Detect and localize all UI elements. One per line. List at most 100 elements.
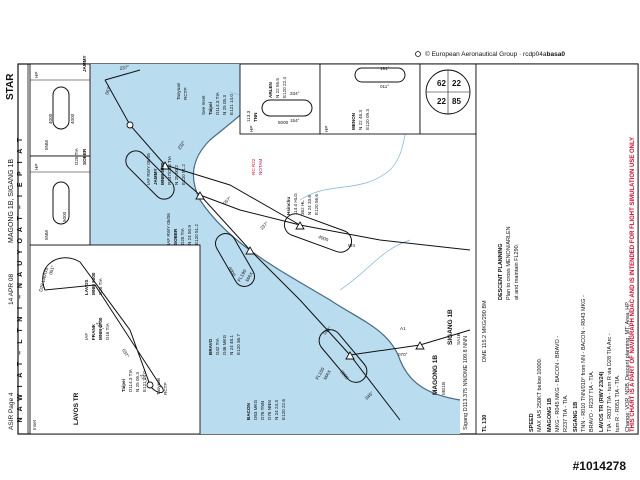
airport-letter: N	[17, 417, 24, 422]
airport-letter: U	[17, 261, 24, 266]
svg-text:22: 22	[452, 79, 461, 88]
svg-text:MNM 5000: MNM 5000	[91, 272, 96, 295]
bacon-hold	[318, 329, 368, 383]
svg-text:85: 85	[452, 97, 461, 106]
sober-hp-hold	[52, 181, 70, 225]
svg-text:N 24 48.1: N 24 48.1	[229, 335, 234, 355]
svg-text:E120 51.2: E120 51.2	[181, 164, 186, 185]
svg-text:N 25 05.3: N 25 05.3	[222, 95, 227, 115]
taipei-label: See Inset Taipei D114.3 TIA N 25 05.3 E1…	[201, 91, 234, 115]
svg-text:THIS CHART IS A PART OF NAVIGR: THIS CHART IS A PART OF NAVIGRAPH NDAC A…	[630, 137, 636, 432]
svg-text:See Inset: See Inset	[201, 95, 206, 115]
svg-text:Taoyuan: Taoyuan	[176, 82, 181, 100]
svg-text:237°: 237°	[259, 220, 269, 230]
lavos-radial-label: D28 LAVOS	[38, 267, 49, 292]
airport-letter: I	[17, 385, 24, 387]
arlen-label: ARLEN N 22 55.5 E120 22.4	[268, 77, 287, 98]
svg-text:at and maintain FL290.: at and maintain FL290.	[514, 243, 520, 300]
svg-text:HP: HP	[34, 164, 39, 170]
svg-text:113.3: 113.3	[246, 110, 251, 122]
svg-text:154°: 154°	[290, 118, 300, 123]
sober-hold	[125, 150, 175, 200]
svg-text:FL190: FL190	[237, 268, 248, 282]
svg-text:D42 TIA: D42 TIA	[215, 337, 220, 355]
svg-text:D16 TIA: D16 TIA	[105, 322, 110, 340]
svg-text:MNM 4700: MNM 4700	[98, 317, 103, 340]
svg-text:4000: 4000	[318, 234, 330, 242]
rc-r22-label: RC R22 NOTAM	[251, 158, 263, 175]
taoyuan-label: Taoyuan RCTP	[176, 82, 188, 100]
airport-letter: T	[17, 137, 24, 142]
svg-text:MKG - R045 MKG - BACON - BRAVO: MKG - R045 MKG - BACON - BRAVO -	[555, 336, 561, 432]
svg-text:MAX IAS 250KT below 10000.: MAX IAS 250KT below 10000.	[537, 357, 543, 432]
svg-text:057°: 057°	[222, 195, 232, 205]
svg-text:6000: 6000	[227, 266, 237, 278]
chart-header: STAR	[5, 73, 16, 100]
svg-text:D76 TNN: D76 TNN	[260, 401, 265, 420]
magong-sub-label: MG1B	[441, 382, 446, 395]
publisher-credit: © European Aeronautical Group · rcdp04ab…	[425, 50, 565, 58]
asr-page: ASIR Page 4	[8, 392, 15, 430]
svg-text:ARLEN: ARLEN	[268, 81, 273, 98]
svg-text:E120 09.3: E120 09.3	[365, 109, 370, 130]
airport-letter: N	[17, 317, 24, 322]
svg-text:SOBER: SOBER	[173, 228, 178, 245]
svg-text:362 HL: 362 HL	[300, 200, 305, 215]
svg-text:N 25 00.2: N 25 00.2	[174, 165, 179, 185]
route-r057	[164, 164, 301, 226]
lavos-track	[42, 257, 164, 393]
airport-letter: N	[17, 283, 24, 288]
arlen-hp-hold	[261, 99, 313, 117]
tnn-radial-label: Sigang D113.375 NN/DME 109.8 NNN	[463, 336, 469, 430]
descent-planning: DESCENT PLANNING Plan to cross MENON/ARL…	[498, 226, 520, 300]
route-labels: 045° 043° 237° 057° 232° 057° 237° 070° …	[48, 64, 408, 400]
svg-text:IAF RWY 05/06: IAF RWY 05/06	[166, 213, 171, 245]
svg-text:232°: 232°	[177, 140, 187, 151]
svg-text:RC R22: RC R22	[251, 158, 256, 175]
svg-text:JAMMY: JAMMY	[153, 168, 158, 185]
svg-text:114.0 HLG: 114.0 HLG	[293, 193, 298, 215]
svg-text:N 22 48.3: N 22 48.3	[358, 110, 363, 130]
waypoint-labels: MAGONG 1B MG1B SIGANG 1B SA1B Sigang D11…	[32, 77, 469, 430]
svg-text:037°: 037°	[121, 348, 130, 359]
svg-text:HP: HP	[34, 72, 39, 78]
frank-label: IAF FRANK MNM 4700 D16 TIA	[84, 317, 110, 340]
svg-text:22: 22	[437, 97, 446, 106]
lavos-point-label: LAVOS MNM 5000 D28 TIA	[84, 272, 103, 295]
svg-text:DME 115.2 MKG/290 BM: DME 115.2 MKG/290 BM	[482, 300, 488, 362]
svg-text:Taoyuan: Taoyuan	[156, 377, 161, 395]
river	[339, 239, 411, 291]
airport-letter: T	[17, 361, 24, 366]
sigang-waypoint-icon	[415, 341, 425, 350]
airport-letter: I	[17, 161, 24, 163]
airport-letter: A	[17, 227, 24, 232]
jammy-hp-hold	[52, 86, 70, 130]
svg-text:D25 TIA: D25 TIA	[180, 227, 185, 245]
airport-letter: A	[17, 406, 24, 411]
svg-text:E120 56.6: E120 56.6	[314, 194, 319, 215]
airport-letter: I	[17, 307, 24, 309]
svg-text:N 25 05.3: N 25 05.3	[135, 372, 140, 392]
svg-text:011°: 011°	[380, 84, 389, 89]
taoyuan-inset-label: Taoyuan RCTP	[156, 377, 168, 395]
taipei-vor-icon	[126, 121, 134, 129]
svg-text:MAGONG 1B: MAGONG 1B	[547, 398, 553, 432]
page-id: #1014278	[572, 459, 626, 473]
airport-letter: –	[17, 205, 24, 209]
svg-text:237°: 237°	[119, 64, 129, 71]
svg-text:Hsinchu: Hsinchu	[286, 197, 291, 215]
svg-text:Plan to cross MENON/ARLEN: Plan to cross MENON/ARLEN	[506, 226, 512, 300]
svg-text:051°: 051°	[48, 265, 55, 276]
taipei-inset-label: Taipei D114.3 TIA N 25 05.3 E121 14.0	[121, 368, 147, 392]
svg-text:LAVOS: LAVOS	[84, 280, 89, 295]
bravo-label: BRAVO D42 TIA D46 MKG N 24 48.1 E120 36.…	[208, 334, 241, 355]
svg-text:191°: 191°	[380, 66, 390, 71]
airport-letter: W	[17, 394, 24, 401]
svg-text:D114.3 TIA: D114.3 TIA	[128, 368, 133, 392]
svg-text:FL150: FL150	[315, 366, 326, 380]
svg-text:070°: 070°	[398, 352, 408, 357]
svg-text:N 24 50.9: N 24 50.9	[187, 225, 192, 245]
svg-text:E121 14.0: E121 14.0	[229, 94, 234, 115]
jammy-label: IAF RWY 05/06 JAMMY MNM 4000 R247/D23 TI…	[146, 153, 186, 185]
